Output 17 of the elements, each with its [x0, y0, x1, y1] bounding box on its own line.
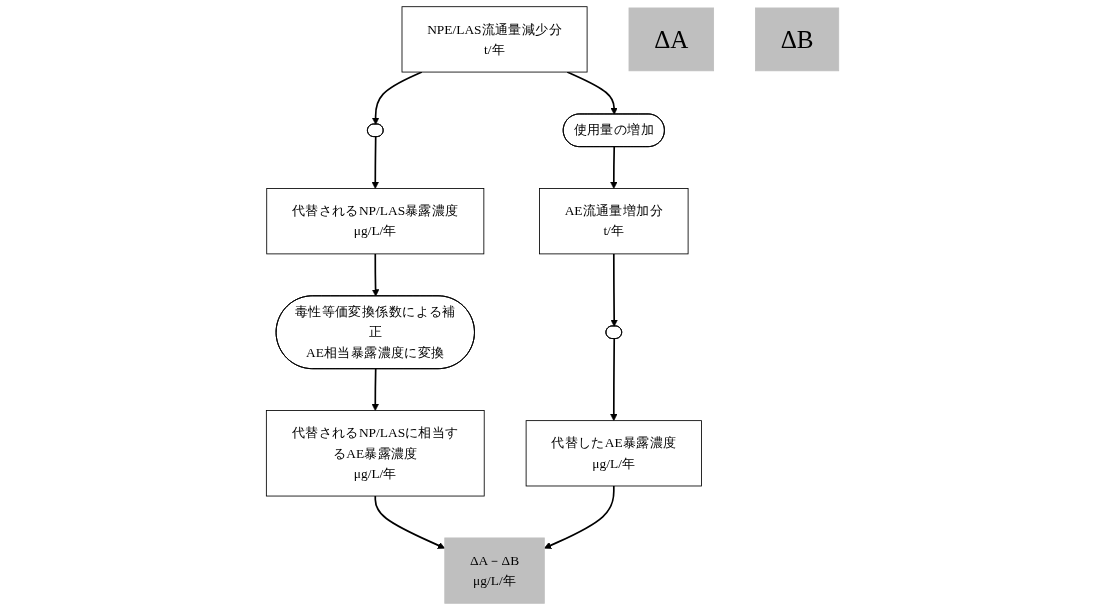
arrow	[610, 253, 618, 327]
arrow	[610, 146, 618, 189]
arrow	[610, 338, 618, 421]
arrow	[371, 136, 379, 189]
node-box: NPE/LAS流通量減少分 t/年	[401, 6, 588, 73]
node-box: 代替したAE暴露濃度 μg/L/年	[525, 420, 702, 487]
node-box: ΔB	[755, 7, 840, 72]
arrow	[371, 253, 380, 297]
node-box: ΔA－ΔB μg/L/年	[444, 537, 545, 604]
node-box: 代替されるNP/LASに相当するAE暴露濃度 μg/L/年	[265, 410, 485, 497]
node-box: 代替されるNP/LAS暴露濃度 μg/L/年	[266, 188, 485, 255]
arrow	[374, 495, 446, 549]
node-box: AE流通量増加分 t/年	[539, 188, 689, 255]
node-box: ΔA	[628, 7, 714, 72]
arrow	[371, 71, 423, 125]
arrow	[543, 485, 615, 549]
arrow	[371, 368, 379, 411]
